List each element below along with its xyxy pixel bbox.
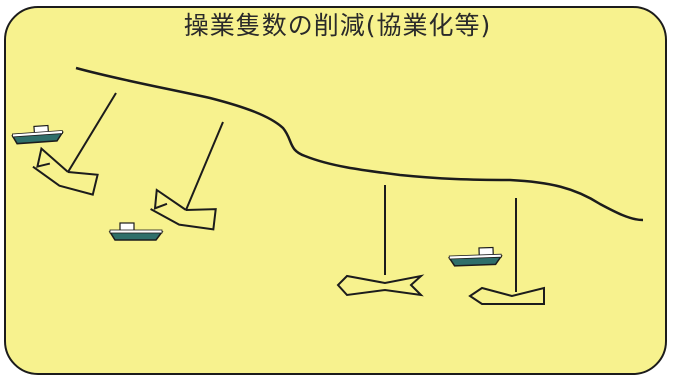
boat-1 bbox=[11, 124, 64, 145]
coastline bbox=[75, 66, 644, 222]
diagram-panel bbox=[4, 6, 667, 375]
net-line-1 bbox=[67, 92, 117, 173]
boat-3 bbox=[447, 246, 503, 267]
set-net-3 bbox=[336, 274, 425, 297]
set-net-4 bbox=[468, 286, 545, 305]
set-net-2 bbox=[150, 188, 217, 231]
boat-2 bbox=[108, 222, 164, 241]
diagram-title: 操業隻数の削減(協業化等) bbox=[183, 11, 492, 40]
net-line-2 bbox=[185, 121, 224, 211]
set-net-1 bbox=[32, 146, 99, 196]
